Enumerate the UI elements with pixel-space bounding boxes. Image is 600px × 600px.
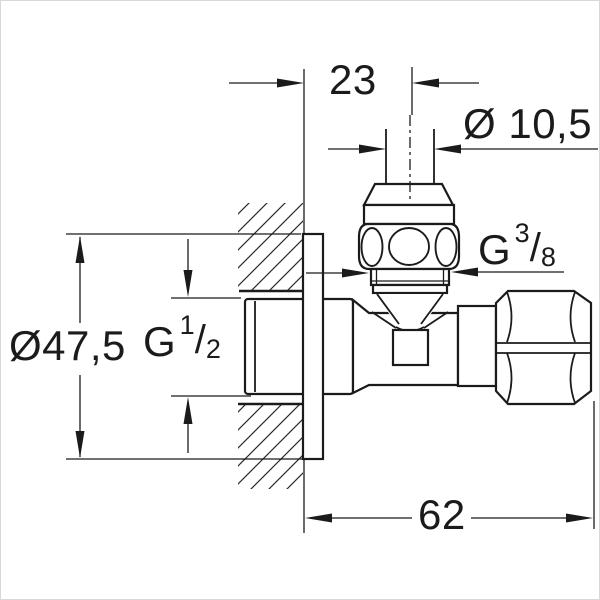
dim-23-arrow-left	[277, 78, 304, 88]
inlet-thread-arrow-bottom	[183, 397, 193, 424]
dim-length-arrow-left	[305, 513, 332, 523]
rosette-extension-lines	[66, 233, 303, 460]
inlet-thread-pipe	[243, 297, 355, 396]
knob-grip-dimple-center	[388, 227, 430, 266]
knob-grip-dimple-left	[360, 227, 384, 267]
inlet-thread-denominator: 2	[205, 334, 221, 364]
compression-nut	[494, 289, 593, 406]
dim-rosette-arrow-bottom	[75, 431, 85, 458]
wall-hatch-lower	[238, 404, 303, 489]
dim-length-arrow-right	[566, 513, 593, 523]
inlet-thread-numerator: 1	[179, 310, 195, 340]
outlet-stub	[456, 304, 498, 388]
handle-cap	[362, 182, 455, 207]
inlet-thread-extension-lines	[171, 297, 251, 397]
dim-23-arrow-right	[412, 78, 439, 88]
inlet-thread-prefix: G	[143, 318, 176, 365]
outlet-thread-denominator: 8	[540, 242, 556, 272]
outlet-thread-neck	[369, 267, 451, 287]
nut-hex-edges	[496, 342, 591, 354]
dim-label-outlet-thread: G 3 / 8	[478, 220, 556, 273]
dim-pipe-arrow-right	[434, 144, 461, 154]
valve-seat-square	[391, 328, 430, 367]
nut-face-arcs	[506, 291, 576, 404]
outlet-thread-arrow-left	[342, 268, 369, 278]
dim-pipe-arrow-left	[359, 144, 386, 154]
bonnet-cone-lines	[371, 293, 449, 332]
dim-rosette-arrow-top	[75, 236, 85, 263]
wall-hatch-upper	[238, 203, 303, 291]
dim-label-inlet-thread: G 1 / 2	[143, 312, 221, 365]
dim-label-rosette-diameter: Ø47,5	[9, 322, 126, 369]
dim-label-pipe-diameter: Ø 10,5	[463, 100, 593, 147]
inlet-thread-slash: /	[194, 318, 206, 362]
outlet-neck-detail-lines	[371, 269, 449, 285]
inlet-thread-arrow-top	[183, 270, 193, 297]
stem-pipe	[385, 129, 435, 184]
escutcheon-plate	[301, 232, 325, 461]
handle-band	[362, 203, 456, 226]
knob-grip-dimple-right	[434, 227, 458, 267]
outlet-thread-arrow-right	[451, 267, 478, 277]
bonnet-cone-fill	[375, 294, 445, 326]
outlet-thread-numerator: 3	[514, 218, 530, 248]
outlet-thread-slash: /	[529, 226, 541, 270]
outlet-thread-prefix: G	[478, 226, 511, 273]
dim-label-top-offset: 23	[329, 56, 377, 103]
bonnet-flange	[371, 283, 449, 295]
dim-label-body-length: 62	[418, 491, 466, 538]
